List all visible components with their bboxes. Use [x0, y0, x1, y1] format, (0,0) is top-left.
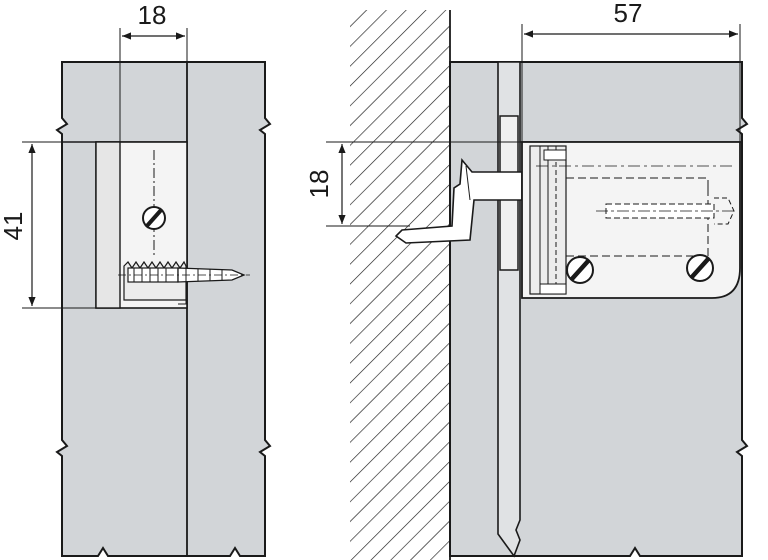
front-bracket-flange: [95, 141, 121, 309]
screw-icon: [686, 254, 714, 282]
front-width-dimension: 18: [119, 0, 188, 142]
bracket-hidden-lines: [566, 177, 709, 257]
front-width-label: 18: [138, 0, 167, 30]
screw-icon: [566, 256, 594, 284]
side-view: 18 57: [304, 0, 749, 560]
front-height-dimension: 41: [0, 141, 96, 309]
side-depth-dimension: 57: [521, 0, 741, 142]
hanging-hook: [394, 157, 523, 244]
screw-icon: [142, 206, 166, 230]
front-panel: [55, 61, 272, 557]
side-depth-label: 57: [614, 0, 643, 28]
adjustment-rod: [596, 197, 736, 225]
side-panel: [449, 61, 749, 557]
side-offset-dimension: 18: [304, 141, 520, 227]
front-height-label: 41: [0, 212, 28, 241]
side-offset-label: 18: [304, 170, 334, 199]
front-view: 18 41: [0, 0, 272, 557]
wall-section: [350, 10, 450, 560]
dowel-pin: [118, 260, 250, 305]
